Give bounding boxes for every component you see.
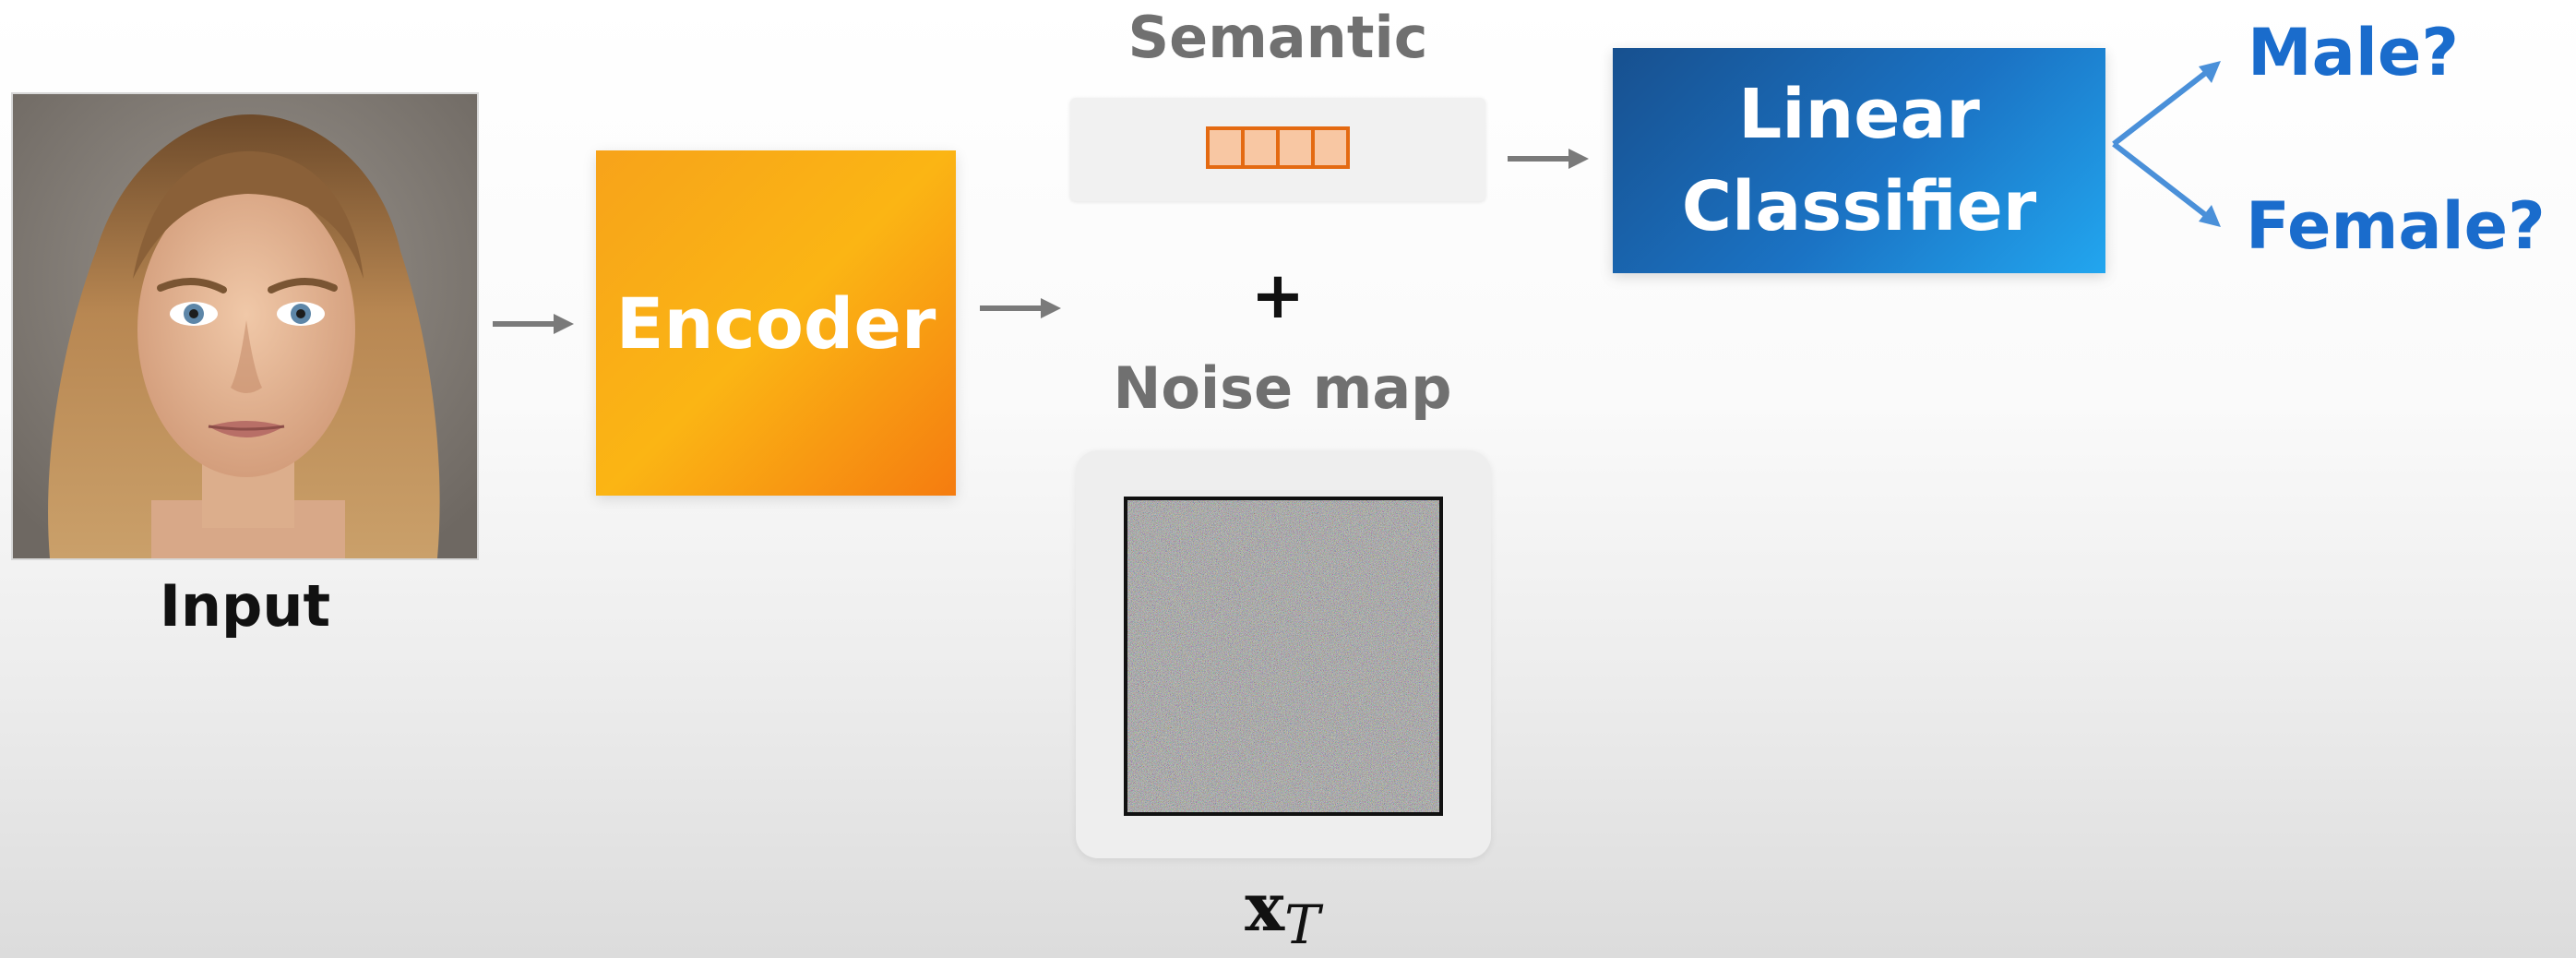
classifier-label-line1: Linear	[1738, 75, 1980, 154]
input-label: Input	[159, 572, 331, 640]
semantic-vector-cell	[1280, 130, 1315, 165]
semantic-vector	[1206, 126, 1350, 169]
output-female-label: Female?	[2246, 188, 2546, 264]
output-male-label: Male?	[2248, 15, 2459, 90]
semantic-vector-cell	[1245, 130, 1280, 165]
encoder-label: Encoder	[615, 281, 936, 365]
input-face-image	[11, 92, 479, 560]
arrow-input-to-encoder	[493, 314, 574, 334]
xt-symbol: xT	[1190, 868, 1375, 956]
arrow-semantic-to-classifier	[1508, 149, 1589, 169]
semantic-vector-cell	[1210, 130, 1245, 165]
xt-symbol-subscript: T	[1284, 893, 1320, 956]
noise-map-title: Noise map	[1113, 354, 1452, 422]
arrow-encoder-to-latent	[980, 298, 1061, 318]
plus-sign: +	[1250, 257, 1306, 333]
classifier-label-line2: Classifier	[1681, 167, 2037, 246]
noise-map-image	[1124, 497, 1443, 816]
semantic-vector-cell	[1315, 130, 1346, 165]
encoder-block: Encoder	[596, 150, 956, 496]
arrow-classifier-to-outputs	[2112, 61, 2221, 227]
linear-classifier-block: Linear Classifier	[1613, 48, 2105, 273]
semantic-title: Semantic	[1127, 4, 1428, 71]
xt-symbol-main: x	[1245, 868, 1285, 946]
